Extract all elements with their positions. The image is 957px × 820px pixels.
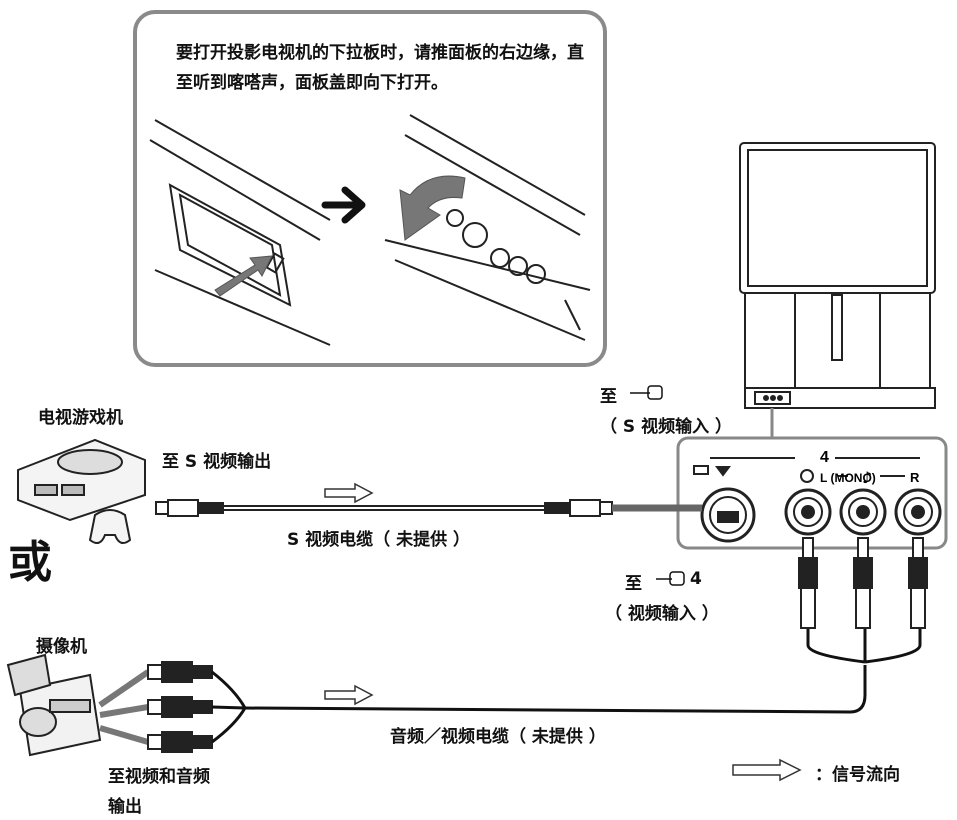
camcorder [6,653,102,757]
to-video-in-label-line2: （ 视频输入 ） [605,604,719,624]
camcorder-label: 摄像机 [36,637,87,657]
input-number-label: 4 [820,449,829,466]
curved-open-arrow-icon [399,175,466,241]
push-arrow-icon [214,255,273,297]
instruction-text: 要打开投影电视机的下拉板时，请推面板的右边缘，直至听到喀嗒声，面板盖即向下打开。 [176,43,584,93]
av-cable [211,628,922,744]
to-video-in-label-line1: 至 [625,574,642,594]
or-label: 或 [8,537,52,588]
s-video-cable [155,499,702,517]
panel-jacks [693,457,942,543]
mono-label: L (MONO) [820,471,876,485]
to-video-audio-out-label-line1: 至视频和音频 [108,767,210,787]
right-arrow-icon [321,186,366,224]
to-video-in-number: 4 [690,569,702,589]
to-video-audio-out-label-line2: 输出 [108,797,142,817]
legend-signal-label: ：信号流向 [815,765,900,785]
to-s-video-out-label: 至 S 视频输出 [162,452,272,472]
music-note-icon: ♪ [862,468,872,487]
av-panel-plugs [798,537,928,629]
game-console-label: 电视游戏机 [38,408,123,428]
s-video-cable-label: S 视频电缆（ 未提供 ） [287,530,470,550]
signal-flow-arrow-2 [324,684,374,706]
s-video-input-icon [630,385,663,400]
camcorder-plugs [98,661,213,753]
av-cable-label: 音频／视频电缆（ 未提供 ） [390,727,606,747]
panel-push-illustration [149,119,331,346]
to-s-video-in-label-line2: （ S 视频输入 ） [600,417,732,437]
panel-open-illustration [384,114,591,341]
game-console [17,438,146,545]
projection-tv [739,142,936,409]
right-channel-label: R [910,470,920,485]
instruction-callout-box [133,10,607,367]
legend-arrow-icon [732,758,802,782]
video-input-icon [656,571,685,586]
to-s-video-in-label-line1: 至 [600,387,617,407]
signal-flow-arrow-1 [324,482,374,504]
